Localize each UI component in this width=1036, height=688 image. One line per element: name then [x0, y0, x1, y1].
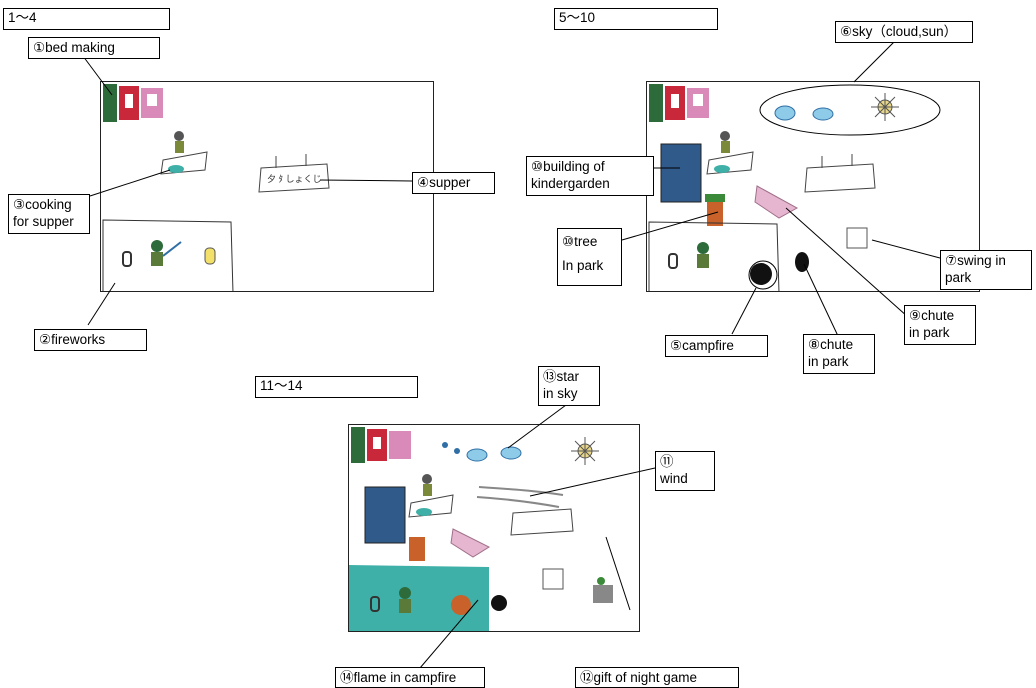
- drawing-panel-3: [348, 424, 640, 632]
- label-chute-9: ⑨chute in park: [904, 305, 976, 345]
- label-chute-8-line2: in park: [808, 354, 849, 369]
- sun-icon: [871, 93, 899, 121]
- wind-stroke-1: [478, 486, 564, 496]
- child-drawing-2: [648, 84, 899, 291]
- label-fireworks: ②fireworks: [34, 329, 147, 351]
- label-building-line1: ⑩building of: [531, 159, 605, 174]
- cloud-1: [774, 105, 796, 121]
- wind-stroke-2: [476, 496, 560, 508]
- label-chute-8-line1: ⑧chute: [808, 337, 854, 352]
- chute-black: [795, 252, 809, 272]
- drawing-panel-1: 夕 ﾀ しょくじ: [100, 81, 434, 292]
- label-campfire: ⑤campfire: [665, 335, 768, 357]
- supper-sign-text: 夕 ﾀ しょくじ: [267, 173, 322, 184]
- section-header-5-10: 5～10: [554, 8, 718, 30]
- label-building: ⑩building of kindergarden: [526, 156, 654, 196]
- label-swing-line2: park: [945, 270, 972, 285]
- flag-green: [103, 84, 117, 122]
- label-flame: ⑭flame in campfire: [335, 667, 485, 688]
- section-header-11-14: 11～14: [255, 376, 418, 398]
- label-fireworks-text: ②fireworks: [39, 332, 106, 347]
- firework-right: [204, 247, 216, 265]
- label-cooking: ③cooking for supper: [8, 194, 90, 234]
- section-header-1-4: 1～4: [3, 8, 170, 30]
- label-cooking-line2: for supper: [13, 214, 74, 229]
- sun-icon-3: [571, 437, 599, 465]
- label-sky: ⑥sky（cloud,sun）: [835, 21, 973, 43]
- firework-left: [122, 251, 132, 267]
- label-tree-line2: In park: [562, 258, 604, 273]
- label-tree: ⑩tree In park: [557, 228, 622, 286]
- label-swing-line1: ⑦swing in: [945, 253, 1006, 268]
- label-star-line1: ⑬star: [543, 369, 580, 384]
- campfire-flame: [451, 595, 471, 615]
- park-tree: [707, 200, 723, 226]
- fireworks-area: [102, 219, 234, 291]
- label-campfire-text: ⑤campfire: [670, 338, 734, 353]
- leader-campfire: [731, 287, 757, 335]
- kindergarden-building: [660, 143, 702, 203]
- label-wind: ⑪ wind: [655, 451, 715, 491]
- campfire: [750, 263, 772, 285]
- label-chute-9-line1: ⑨chute: [909, 308, 955, 323]
- label-star-line2: in sky: [543, 386, 578, 401]
- cloud-2: [812, 107, 834, 121]
- cook-figure: [174, 131, 184, 141]
- label-star: ⑬star in sky: [538, 366, 600, 406]
- label-chute-8: ⑧chute in park: [803, 334, 875, 374]
- label-wind-line1: ⑪: [660, 454, 674, 469]
- chute: [754, 185, 799, 219]
- label-bed-making-text: ①bed making: [33, 40, 115, 55]
- label-wind-line2: wind: [660, 471, 688, 486]
- label-chute-9-line2: in park: [909, 325, 950, 340]
- leader-sky: [853, 39, 897, 83]
- label-supper: ④supper: [412, 172, 495, 194]
- child-drawing-3: [349, 427, 613, 631]
- label-flame-text: ⑭flame in campfire: [340, 670, 457, 685]
- drawing-panel-2: [646, 81, 980, 292]
- cooking-pot: [160, 151, 208, 175]
- gift-box: [593, 585, 613, 603]
- label-gift-text: ⑫gift of night game: [580, 670, 698, 685]
- label-bed-making: ①bed making: [28, 37, 160, 59]
- supper-sign: [258, 163, 330, 193]
- label-supper-text: ④supper: [417, 175, 471, 190]
- swing: [846, 227, 868, 249]
- star-2: [454, 448, 460, 454]
- label-tree-line1: ⑩tree: [562, 234, 598, 249]
- child-drawing-1: 夕 ﾀ しょくじ: [102, 84, 330, 291]
- label-swing: ⑦swing in park: [940, 250, 1032, 290]
- label-building-line2: kindergarden: [531, 176, 610, 191]
- child-figure: [151, 240, 163, 252]
- label-sky-text: ⑥sky（cloud,sun）: [840, 24, 958, 39]
- label-gift: ⑫gift of night game: [575, 667, 739, 688]
- star-1: [442, 442, 448, 448]
- label-cooking-line1: ③cooking: [13, 197, 72, 212]
